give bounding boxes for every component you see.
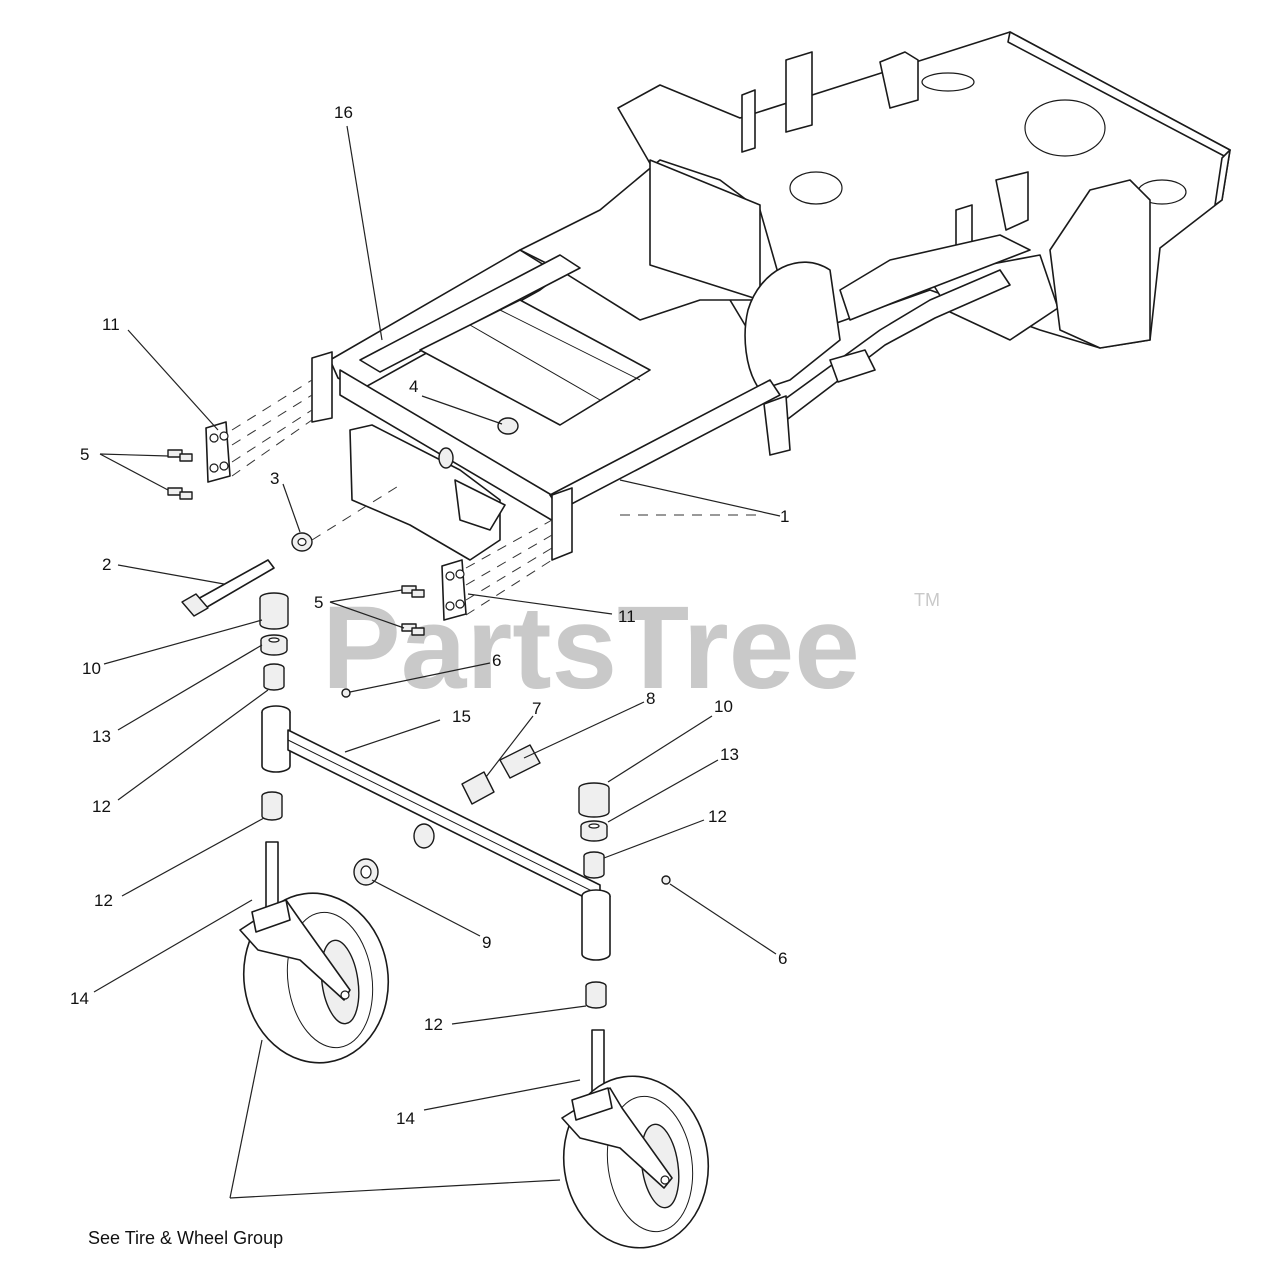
bolts-right <box>401 585 425 636</box>
main-frame <box>311 31 1231 561</box>
callout-5: 5 <box>80 445 89 464</box>
callout-9: 9 <box>482 933 491 952</box>
caster-wheel-left <box>239 841 390 1064</box>
deck-hole <box>1024 99 1106 157</box>
lower-bushing-right <box>585 986 607 1009</box>
grease-fitting <box>661 875 671 885</box>
bolts-left <box>167 449 193 500</box>
mount-plate-right <box>441 559 467 621</box>
callout-14: 14 <box>396 1109 415 1128</box>
callout-6: 6 <box>492 651 501 670</box>
callout-12: 12 <box>424 1015 443 1034</box>
callout-labels: 16 11 5 4 3 2 1 5 11 10 6 13 15 7 8 10 1… <box>70 103 789 1128</box>
callout-6: 6 <box>778 949 787 968</box>
leader-lines <box>93 125 781 1199</box>
callout-11: 11 <box>102 315 120 334</box>
right-pivot-stack <box>578 782 610 879</box>
grease-fitting <box>341 688 351 698</box>
callout-10: 10 <box>82 659 101 678</box>
deck-hole <box>921 72 975 92</box>
deck-hole <box>789 171 843 205</box>
watermark-text: PartsTree <box>322 582 860 714</box>
left-pivot-stack <box>259 592 289 691</box>
callout-13: 13 <box>720 745 739 764</box>
callout-13: 13 <box>92 727 111 746</box>
callout-10: 10 <box>714 697 733 716</box>
callout-12: 12 <box>92 797 111 816</box>
callout-2: 2 <box>102 555 111 574</box>
pivot-bolt <box>181 559 275 617</box>
caster-wheel-right <box>561 1029 710 1249</box>
callout-7: 7 <box>532 699 541 718</box>
lower-bushing-left <box>261 796 283 821</box>
callout-12: 12 <box>94 891 113 910</box>
sleeves <box>461 744 541 805</box>
callout-1: 1 <box>780 507 789 526</box>
callout-12: 12 <box>708 807 727 826</box>
callout-3: 3 <box>270 469 279 488</box>
callout-14: 14 <box>70 989 89 1008</box>
callout-16: 16 <box>334 103 353 122</box>
watermark-trademark: TM <box>914 590 940 610</box>
front-axle <box>261 705 611 961</box>
callout-5: 5 <box>314 593 323 612</box>
mount-plate-left <box>205 421 231 483</box>
alignment-lines <box>231 379 760 616</box>
callout-11: 11 <box>618 607 636 626</box>
callout-8: 8 <box>646 689 655 708</box>
callout-4: 4 <box>409 377 418 396</box>
tire-wheel-group-note: See Tire & Wheel Group <box>88 1228 283 1248</box>
callout-15: 15 <box>452 707 471 726</box>
